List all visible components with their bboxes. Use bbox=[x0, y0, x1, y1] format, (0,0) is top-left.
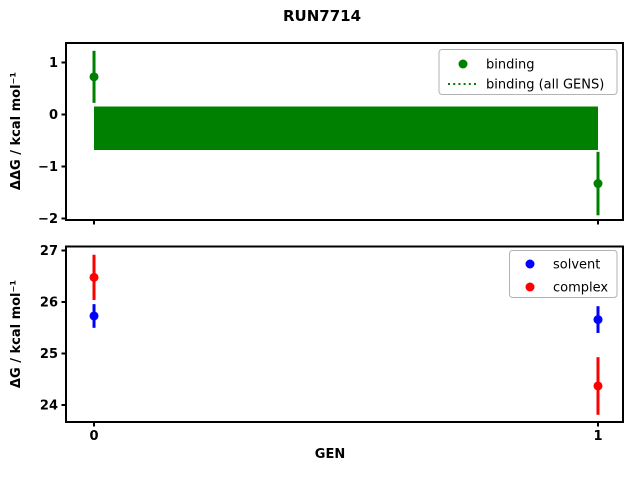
y-tick-label: 0 bbox=[49, 108, 58, 123]
legend-label-solvent: solvent bbox=[553, 258, 600, 273]
figure-title: RUN7714 bbox=[283, 7, 361, 25]
legend-label-complex: complex bbox=[553, 281, 608, 296]
axes-spines bbox=[65, 42, 624, 221]
legend-marker-complex-icon bbox=[525, 282, 535, 292]
x-axis-label: GEN bbox=[315, 447, 345, 462]
point-binding-gen1 bbox=[593, 179, 603, 189]
legend-bottom: solvent complex bbox=[509, 250, 618, 298]
overlay-layer: RUN7714 ΔΔG / kcal mol⁻¹ ΔG / kcal mol⁻¹… bbox=[9, 7, 618, 462]
legend-marker-solvent-icon bbox=[525, 259, 535, 269]
legend-top-frame bbox=[438, 49, 618, 95]
point-complex-gen0 bbox=[89, 272, 99, 282]
axes-spines bbox=[65, 245, 624, 423]
legend-marker-binding-icon bbox=[458, 59, 468, 69]
point-solvent-gen0 bbox=[89, 311, 99, 321]
y-tick-label: −2 bbox=[38, 212, 58, 227]
y-tick-label: 24 bbox=[40, 399, 58, 414]
band-binding-all-gens bbox=[94, 106, 599, 151]
y-tick-label: 1 bbox=[49, 56, 58, 71]
y-tick-label: 26 bbox=[40, 296, 58, 311]
point-solvent-gen1 bbox=[593, 315, 603, 325]
x-tick-label: 0 bbox=[89, 429, 98, 444]
top-y-axis-label: ΔΔG / kcal mol⁻¹ bbox=[9, 72, 24, 190]
bottom-y-axis-label: ΔG / kcal mol⁻¹ bbox=[9, 280, 24, 388]
y-tick-label: −1 bbox=[38, 160, 58, 175]
y-tick-label: 25 bbox=[40, 347, 58, 362]
legend-top: binding binding (all GENS) bbox=[438, 49, 618, 95]
legend-bottom-frame bbox=[509, 250, 618, 298]
data-layer: 1 0 −1 −2 27 26 25 24 0 1 bbox=[38, 42, 624, 444]
legend-label-binding: binding bbox=[486, 58, 534, 73]
x-tick-label: 1 bbox=[593, 429, 602, 444]
point-complex-gen1 bbox=[593, 381, 603, 391]
y-tick-label: 27 bbox=[40, 244, 58, 259]
legend-label-binding-all-gens: binding (all GENS) bbox=[486, 78, 604, 93]
point-binding-gen0 bbox=[89, 72, 99, 82]
